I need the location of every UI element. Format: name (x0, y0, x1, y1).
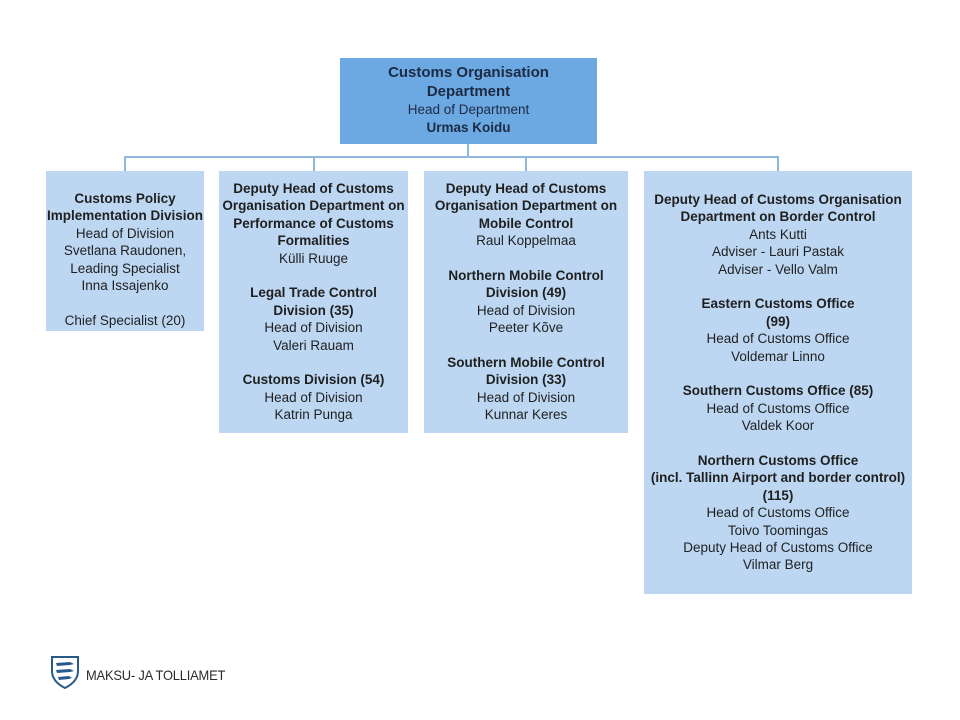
policy-title-line-1: Customs Policy (74, 191, 176, 206)
connector-drop-2 (313, 156, 315, 171)
eastern-office-title-line-2: (99) (765, 313, 790, 329)
mobile-title-line-1: Deputy Head of Customs (445, 181, 607, 196)
department-head-role: Head of Department (407, 102, 530, 117)
northern-office-deputy-name: Vilmar Berg (742, 557, 814, 573)
customs-division-role: Head of Division (264, 389, 363, 405)
northern-mobile-name: Peeter Kõve (488, 320, 564, 336)
customs-policy-implementation-box: Customs Policy Implementation Division H… (46, 171, 204, 331)
border-deputy-name: Ants Kutti (749, 226, 807, 242)
eastern-office-title-line-1: Eastern Customs Office (701, 296, 855, 312)
southern-mobile-name: Kunnar Keres (484, 407, 568, 423)
mobile-deputy-name: Raul Koppelmaa (476, 233, 576, 249)
connector-drop-1 (124, 156, 126, 171)
connector-drop-3 (525, 156, 527, 171)
northern-office-name: Toivo Toomingas (727, 522, 829, 538)
mobile-title-line-2: Organisation Department on (434, 198, 618, 214)
formalities-deputy-name: Külli Ruuge (278, 250, 349, 266)
policy-specialist-name: Inna Issajenko (81, 278, 169, 294)
southern-mobile-role: Head of Division (476, 389, 576, 405)
logo-text: MAKSU- JA TOLLIAMET (86, 666, 226, 683)
formalities-title-line-3: Performance of Customs (233, 215, 394, 231)
eastern-office-name: Voldemar Linno (731, 348, 825, 364)
formalities-title-line-2: Organisation Department on (222, 198, 405, 214)
southern-office-name: Valdek Koor (741, 418, 815, 434)
formalities-title-line-1: Deputy Head of Customs (233, 181, 394, 196)
northern-office-title-line-1: Northern Customs Office (697, 453, 859, 469)
mobile-control-box: Deputy Head of Customs Organisation Depa… (424, 171, 628, 433)
department-title-line-2: Department (426, 83, 511, 100)
legal-trade-title-line-1: Legal Trade Control (250, 285, 377, 301)
performance-of-formalities-box: Deputy Head of Customs Organisation Depa… (219, 171, 408, 433)
border-control-box: Deputy Head of Customs Organisation Depa… (644, 171, 912, 594)
connector-drop-4 (777, 156, 779, 171)
southern-mobile-title-line-2: Division (33) (485, 372, 567, 388)
mobile-title-line-3: Mobile Control (478, 215, 574, 231)
maksu-ja-tolliamet-logo: MAKSU- JA TOLLIAMET (50, 655, 237, 694)
policy-title-line-2: Implementation Division (46, 208, 204, 224)
northern-mobile-title-line-1: Northern Mobile Control (448, 268, 604, 284)
policy-specialist-role: Leading Specialist (70, 260, 180, 276)
legal-trade-title-line-2: Division (35) (273, 302, 354, 318)
policy-head-name: Svetlana Raudonen, (63, 243, 187, 259)
coat-of-arms-icon (50, 655, 80, 694)
border-title-line-2: Department on Border Control (680, 209, 876, 225)
department-head-name: Urmas Koidu (426, 120, 511, 135)
policy-head-role: Head of Division (75, 225, 175, 241)
northern-mobile-title-line-2: Division (49) (485, 285, 567, 301)
border-adviser-2: Adviser - Vello Valm (718, 261, 838, 277)
legal-trade-role: Head of Division (264, 320, 363, 336)
eastern-office-role: Head of Customs Office (706, 331, 850, 347)
northern-mobile-role: Head of Division (476, 302, 576, 318)
border-title-line-1: Deputy Head of Customs Organisation (654, 192, 902, 207)
formalities-title-line-4: Formalities (277, 233, 350, 249)
customs-organisation-department-box: Customs Organisation Department Head of … (340, 58, 597, 144)
southern-office-role: Head of Customs Office (706, 400, 850, 416)
southern-office-title: Southern Customs Office (85) (682, 383, 874, 399)
policy-chief-specialist: Chief Specialist (20) (64, 312, 186, 328)
connector-top-vertical (467, 144, 469, 157)
border-adviser-1: Adviser - Lauri Pastak (711, 244, 845, 260)
customs-division-name: Katrin Punga (274, 407, 353, 423)
department-title-line-1: Customs Organisation (388, 64, 549, 81)
southern-mobile-title-line-1: Southern Mobile Control (447, 355, 605, 371)
legal-trade-name: Valeri Rauam (273, 337, 354, 353)
customs-division-title: Customs Division (54) (242, 372, 385, 388)
northern-office-role: Head of Customs Office (706, 505, 850, 521)
northern-office-title-line-2: (incl. Tallinn Airport and border contro… (650, 470, 906, 486)
connector-horizontal (124, 156, 779, 158)
northern-office-title-line-3: (115) (762, 487, 794, 503)
northern-office-deputy-role: Deputy Head of Customs Office (683, 540, 873, 556)
